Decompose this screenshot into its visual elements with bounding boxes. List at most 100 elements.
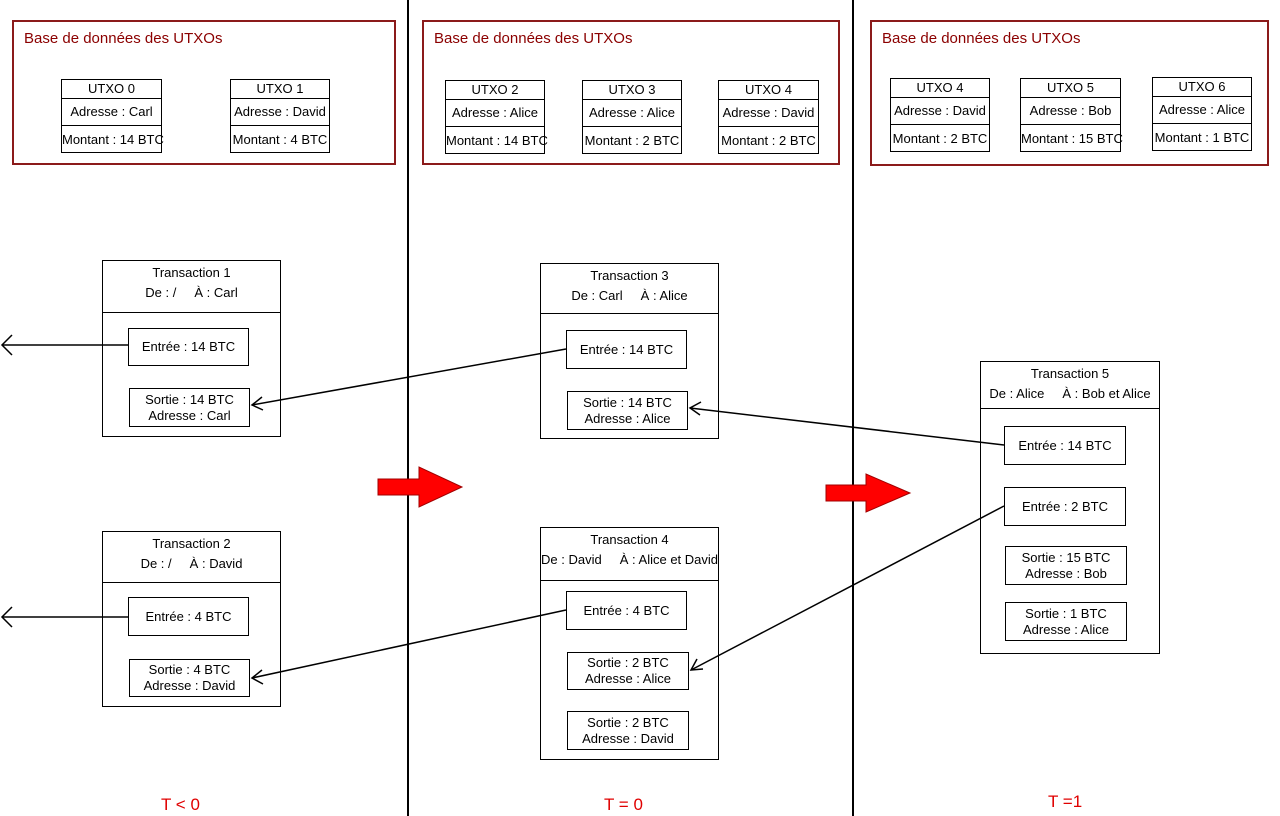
utxo-name: UTXO 5 [1021, 79, 1120, 98]
utxo-3: UTXO 3 Adresse : Alice Montant : 2 BTC [582, 80, 682, 154]
output-address: Adresse : Alice [1023, 621, 1109, 637]
panel-divider-2 [852, 0, 854, 816]
utxo-name: UTXO 4 [719, 81, 818, 100]
utxo-amount: Montant : 2 BTC [584, 133, 680, 148]
transaction-5-output-1: Sortie : 15 BTC Adresse : Bob [1005, 546, 1127, 585]
output-address: Adresse : Carl [148, 407, 231, 423]
time-transition-arrow-2 [825, 473, 912, 513]
external-input-arrowhead-1 [0, 334, 13, 356]
link-tx3-input-to-tx1-output [251, 348, 567, 406]
utxo-amount: Montant : 15 BTC [1021, 131, 1123, 146]
utxo-address: Adresse : David [231, 99, 329, 126]
transaction-title: Transaction 1 [152, 265, 231, 280]
utxo-address: Adresse : Bob [1021, 98, 1120, 125]
utxo-amount: Montant : 14 BTC [446, 133, 548, 148]
utxo-5: UTXO 5 Adresse : Bob Montant : 15 BTC [1020, 78, 1123, 152]
utxo-address: Adresse : David [719, 100, 818, 127]
output-amount: Sortie : 14 BTC [583, 394, 672, 410]
link-tx5-input2-to-tx4-output1 [690, 505, 1005, 671]
transaction-4-output-2: Sortie : 2 BTC Adresse : David [567, 711, 689, 750]
utxo-amount: Montant : 2 BTC [721, 133, 816, 148]
transaction-5-output-2: Sortie : 1 BTC Adresse : Alice [1005, 602, 1127, 641]
time-label-panel-3: T =1 [1048, 792, 1083, 811]
transaction-2-input: Entrée : 4 BTC [128, 597, 249, 636]
utxo-name: UTXO 2 [446, 81, 544, 100]
arrowhead-tx1-output [250, 396, 264, 411]
time-transition-arrow-1 [377, 466, 464, 508]
input-label: Entrée : 4 BTC [583, 602, 670, 618]
transaction-title: Transaction 4 [590, 532, 669, 547]
utxo-address: Adresse : Alice [583, 100, 681, 127]
arrowhead-tx2-output [250, 669, 264, 685]
utxo-name: UTXO 1 [231, 80, 329, 99]
arrowhead-tx3-output [688, 401, 702, 416]
utxo-database-panel-2: Base de données des UTXOs [422, 20, 840, 165]
external-input-arrowhead-2 [0, 606, 13, 628]
utxo-name: UTXO 4 [891, 79, 989, 98]
utxo-database-panel-3: Base de données des UTXOs [870, 20, 1269, 166]
transaction-4-input: Entrée : 4 BTC [566, 591, 687, 630]
utxo-name: UTXO 0 [62, 80, 161, 99]
output-address: Adresse : Bob [1025, 565, 1107, 581]
transaction-header: Transaction 2 De : / À : David [103, 532, 280, 583]
utxo-address: Adresse : Alice [1153, 97, 1251, 124]
utxo-database-panel-1: Base de données des UTXOs [12, 20, 396, 165]
transaction-header: Transaction 5 De : Alice À : Bob et Alic… [981, 362, 1159, 409]
input-label: Entrée : 2 BTC [1022, 498, 1108, 514]
transaction-1-output: Sortie : 14 BTC Adresse : Carl [129, 388, 250, 427]
utxo-4-persisted: UTXO 4 Adresse : David Montant : 2 BTC [890, 78, 990, 152]
transaction-5-input-2: Entrée : 2 BTC [1004, 487, 1126, 526]
utxo-address: Adresse : Alice [446, 100, 544, 127]
utxo-amount: Montant : 2 BTC [892, 131, 988, 146]
db-title: Base de données des UTXOs [434, 30, 633, 47]
db-title: Base de données des UTXOs [24, 30, 223, 47]
input-label: Entrée : 4 BTC [145, 608, 232, 624]
transaction-5-input-1: Entrée : 14 BTC [1004, 426, 1126, 465]
transaction-title: Transaction 2 [152, 536, 231, 551]
transaction-title: Transaction 3 [590, 268, 669, 283]
link-tx4-input-to-tx2-output [251, 609, 567, 679]
output-amount: Sortie : 15 BTC [1021, 549, 1111, 565]
utxo-1: UTXO 1 Adresse : David Montant : 4 BTC [230, 79, 330, 153]
output-address: Adresse : Alice [584, 410, 671, 426]
transaction-3-input: Entrée : 14 BTC [566, 330, 687, 369]
output-amount: Sortie : 4 BTC [148, 662, 231, 677]
transaction-parties: De : David À : Alice et David [541, 552, 719, 567]
output-amount: Sortie : 2 BTC [587, 655, 669, 670]
transaction-header: Transaction 1 De : / À : Carl [103, 261, 280, 313]
input-label: Entrée : 14 BTC [1018, 437, 1112, 453]
utxo-name: UTXO 6 [1153, 78, 1251, 97]
utxo-0: UTXO 0 Adresse : Carl Montant : 14 BTC [61, 79, 164, 153]
utxo-2: UTXO 2 Adresse : Alice Montant : 14 BTC [445, 80, 548, 154]
transaction-header: Transaction 3 De : Carl À : Alice [541, 264, 718, 314]
output-amount: Sortie : 2 BTC [587, 714, 669, 730]
utxo-amount: Montant : 4 BTC [232, 132, 328, 147]
transaction-title: Transaction 5 [1030, 366, 1110, 381]
transaction-4-output-1: Sortie : 2 BTC Adresse : Alice [567, 652, 689, 690]
time-label-panel-1: T < 0 [161, 795, 200, 814]
utxo-4: UTXO 4 Adresse : David Montant : 2 BTC [718, 80, 819, 154]
transaction-parties: De : Alice À : Bob et Alice [989, 386, 1151, 401]
panel-divider-1 [407, 0, 409, 816]
output-address: Adresse : David [582, 730, 674, 746]
utxo-address: Adresse : David [891, 98, 989, 125]
transaction-parties: De : / À : David [140, 556, 243, 571]
utxo-amount: Montant : 1 BTC [1154, 130, 1250, 145]
output-address: Adresse : Alice [585, 671, 671, 686]
transaction-2-output: Sortie : 4 BTC Adresse : David [129, 659, 250, 697]
transaction-1-input: Entrée : 14 BTC [128, 328, 249, 366]
transaction-3-output: Sortie : 14 BTC Adresse : Alice [567, 391, 688, 430]
utxo-6: UTXO 6 Adresse : Alice Montant : 1 BTC [1152, 77, 1252, 151]
link-tx5-input1-to-tx3-output [689, 407, 1005, 446]
output-address: Adresse : David [143, 678, 236, 693]
transaction-header: Transaction 4 De : David À : Alice et Da… [541, 528, 718, 581]
output-amount: Sortie : 14 BTC [145, 391, 234, 407]
utxo-address: Adresse : Carl [62, 99, 161, 126]
input-label: Entrée : 14 BTC [141, 339, 236, 354]
time-label-panel-2: T = 0 [604, 795, 643, 814]
db-title: Base de données des UTXOs [882, 30, 1081, 47]
input-label: Entrée : 14 BTC [579, 341, 674, 357]
transaction-parties: De : / À : Carl [145, 285, 238, 300]
utxo-name: UTXO 3 [583, 81, 681, 100]
